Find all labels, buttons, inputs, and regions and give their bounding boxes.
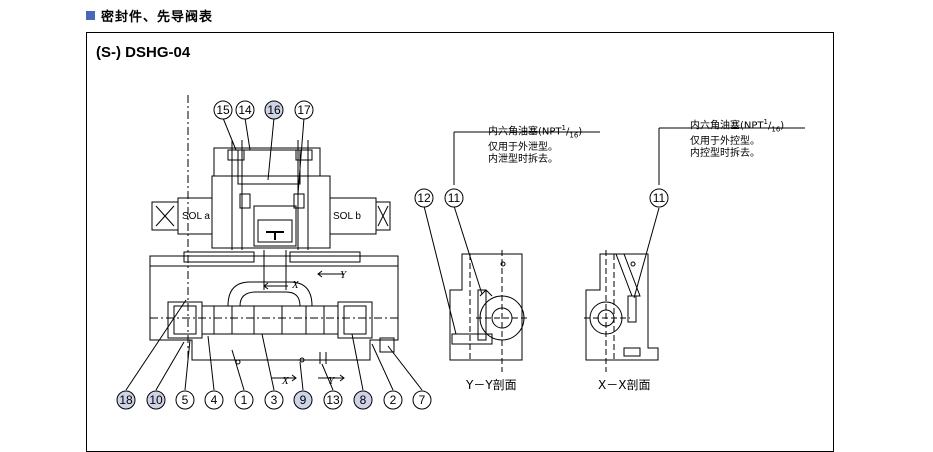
callout-bottom-7: 7 — [419, 393, 426, 407]
callout-circle-17 — [294, 100, 314, 120]
note-xx: 内六角油塞(NPT1/16) 仅用于外控型。 内控型时拆去。 — [690, 118, 785, 160]
callout-circle-16 — [264, 100, 284, 120]
callout-bottom-18: 18 — [119, 393, 133, 407]
note-yy: 内六角油塞(NPT1/16) 仅用于外泄型。 内泄型时拆去。 — [488, 124, 583, 166]
callout-top-15: 15 — [216, 103, 230, 117]
callout-bottom-13: 13 — [326, 393, 340, 407]
mark-y-bottom: Y — [328, 375, 336, 387]
callout-bottom-8: 8 — [360, 393, 367, 407]
note-xx-line3: 内控型时拆去。 — [690, 148, 760, 160]
callout-bottom-4: 4 — [211, 393, 218, 407]
note-yy-line1: 内六角油塞(NPT — [488, 126, 562, 138]
section-title: 密封件、先导阀表 — [101, 9, 214, 25]
note-xx-line2: 仅用于外控型。 — [690, 135, 760, 147]
callout-bottom-1: 1 — [241, 393, 248, 407]
note-xx-line1: 内六角油塞(NPT — [690, 120, 764, 132]
note-yy-line2: 仅用于外泄型。 — [488, 141, 558, 153]
caption-yy: Y－Y剖面 — [466, 378, 517, 392]
label-sol-a: SOL a — [182, 211, 210, 222]
header-square-icon — [86, 10, 95, 20]
label-sol-b: SOL b — [333, 211, 361, 222]
callout-yy-11: 11 — [448, 191, 461, 205]
mark-x-top: X — [291, 279, 300, 291]
callout-top-16: 16 — [267, 103, 281, 117]
callout-bottom-9: 9 — [300, 393, 307, 407]
callout-bottom-3: 3 — [271, 393, 278, 407]
note-yy-line3: 内泄型时拆去。 — [488, 154, 558, 166]
callout-circle-14 — [235, 100, 255, 120]
callout-top-14: 14 — [238, 103, 252, 117]
callout-bottom-2: 2 — [390, 393, 397, 407]
callout-top-17: 17 — [297, 103, 311, 117]
valve-drawing: 15 14 16 17 18 10 5 4 1 3 9 13 8 2 7 1 — [116, 95, 805, 410]
caption-xx: X－X剖面 — [598, 378, 651, 392]
model-title: (S-) DSHG-04 — [96, 44, 191, 61]
callout-circle-15 — [213, 100, 233, 120]
callout-bottom-5: 5 — [182, 393, 189, 407]
mark-y-top: Y — [340, 269, 348, 281]
callout-xx-11: 11 — [653, 191, 666, 205]
section-header: 密封件、先导阀表 — [86, 6, 214, 25]
callout-yy-12: 12 — [417, 191, 431, 205]
callout-bottom-10: 10 — [149, 393, 163, 407]
mark-x-bottom: X — [281, 375, 290, 387]
